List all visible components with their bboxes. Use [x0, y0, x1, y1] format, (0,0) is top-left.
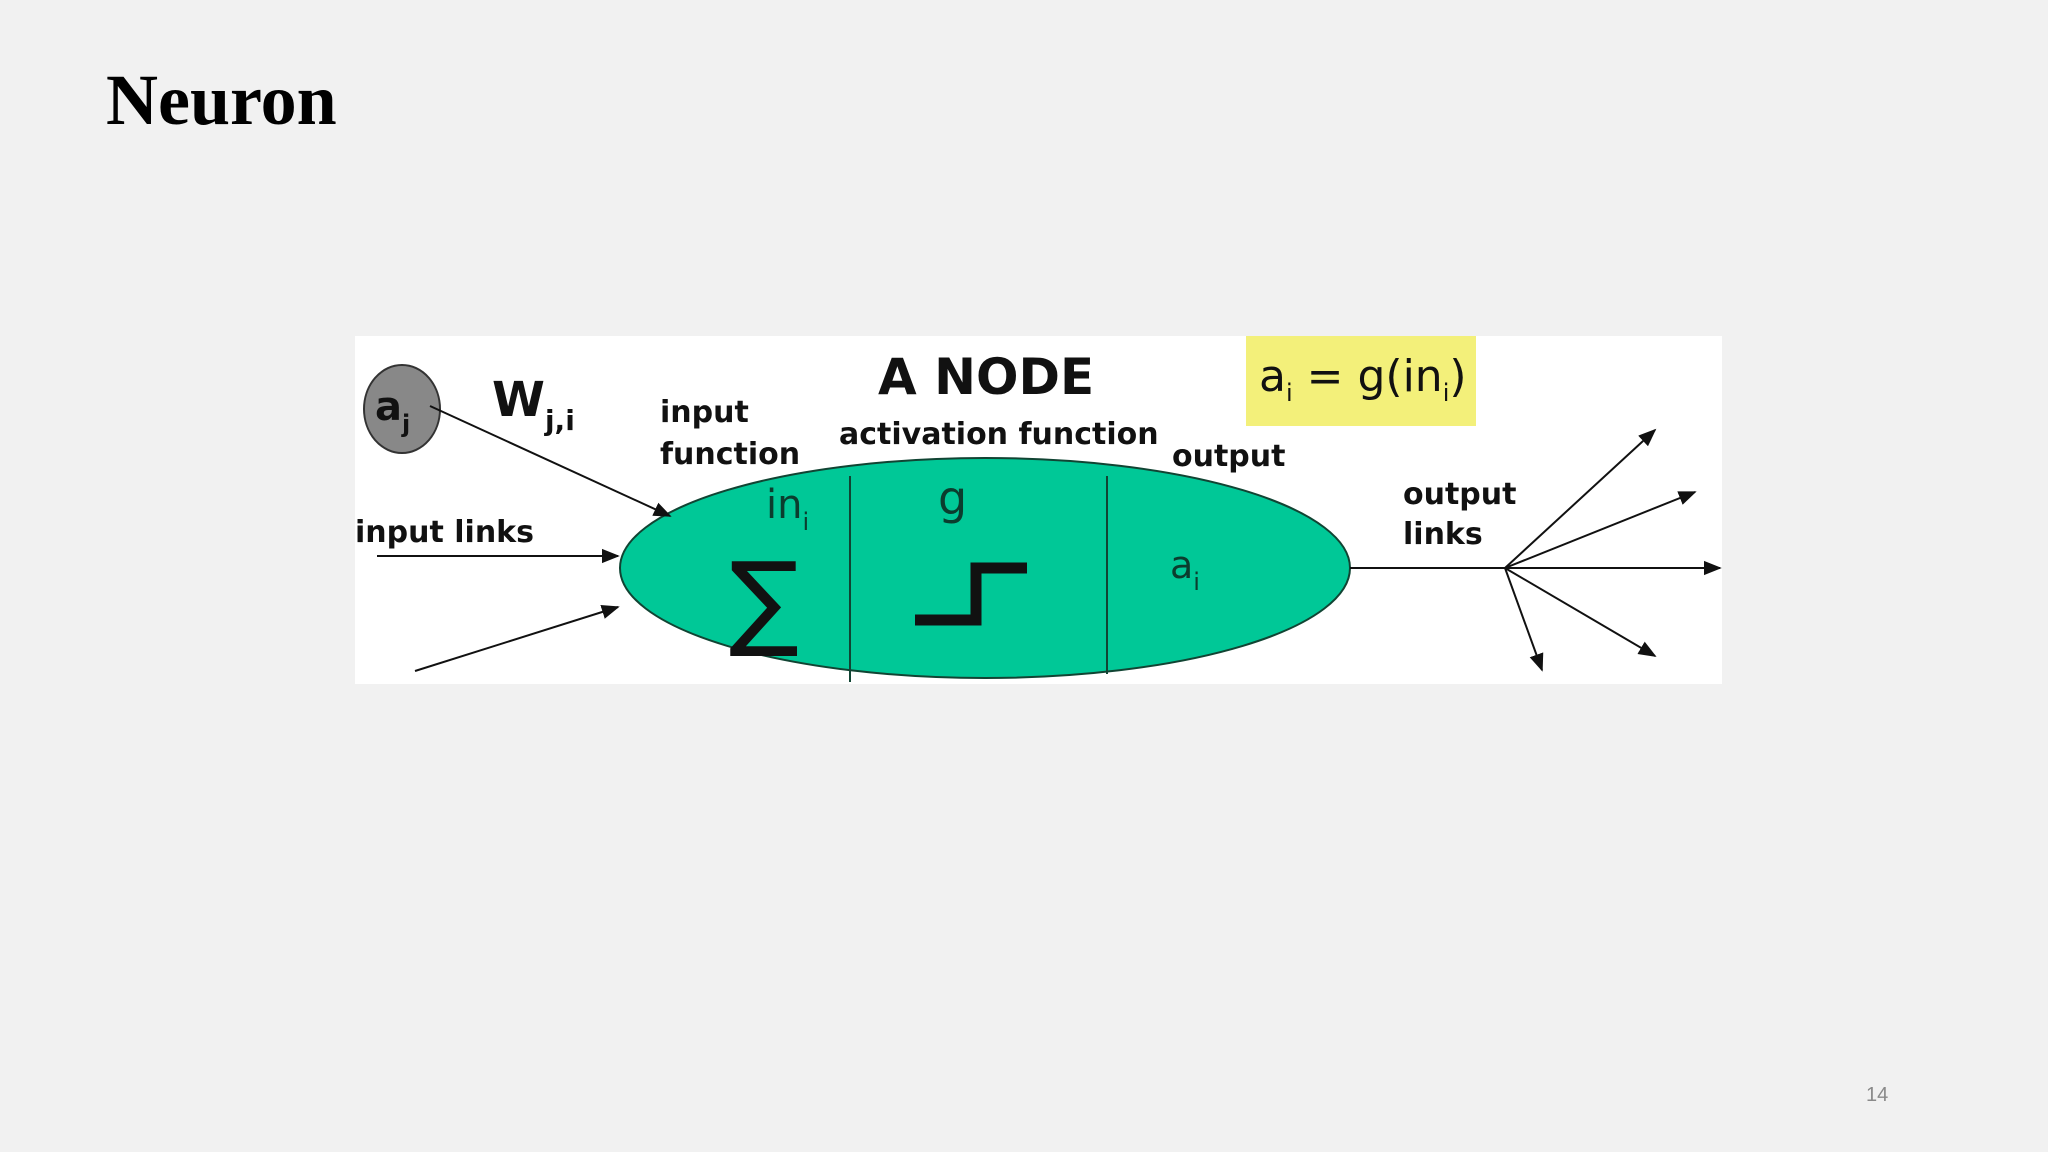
- output-arrow-2: [1504, 491, 1697, 569]
- input-function-label: input function: [660, 395, 800, 472]
- step-function-icon: [915, 562, 1027, 626]
- input-node-label: aj: [375, 384, 410, 438]
- output-arrow-1: [1504, 428, 1657, 569]
- input-arrow-weighted: [429, 405, 672, 517]
- input-links-label: input links: [355, 515, 534, 550]
- weight-label: Wj,i: [492, 372, 575, 437]
- slide-title: Neuron: [106, 60, 337, 140]
- output-arrow-5: [1504, 567, 1544, 672]
- sum-icon: ∑: [729, 539, 799, 661]
- activation-function-label: activation function: [839, 417, 1159, 452]
- input-node: [363, 364, 441, 454]
- output-links-label: output links: [1403, 477, 1527, 552]
- output-label: output: [1172, 439, 1285, 474]
- formula-label: ai = g(ini): [1259, 351, 1467, 407]
- page-number: 14: [1866, 1084, 1889, 1106]
- input-value-label: ini: [766, 482, 809, 536]
- output-value-label: ai: [1170, 543, 1200, 596]
- activation-symbol-label: g: [938, 471, 967, 525]
- input-arrow-lower: [414, 605, 620, 672]
- neuron-node-diagram: ai = g(ini) A NODE aj Wj,i input functio…: [355, 336, 1722, 684]
- diagram-title: A NODE: [878, 348, 1094, 406]
- output-arrow-4: [1504, 567, 1657, 657]
- formula-box: [1246, 336, 1476, 426]
